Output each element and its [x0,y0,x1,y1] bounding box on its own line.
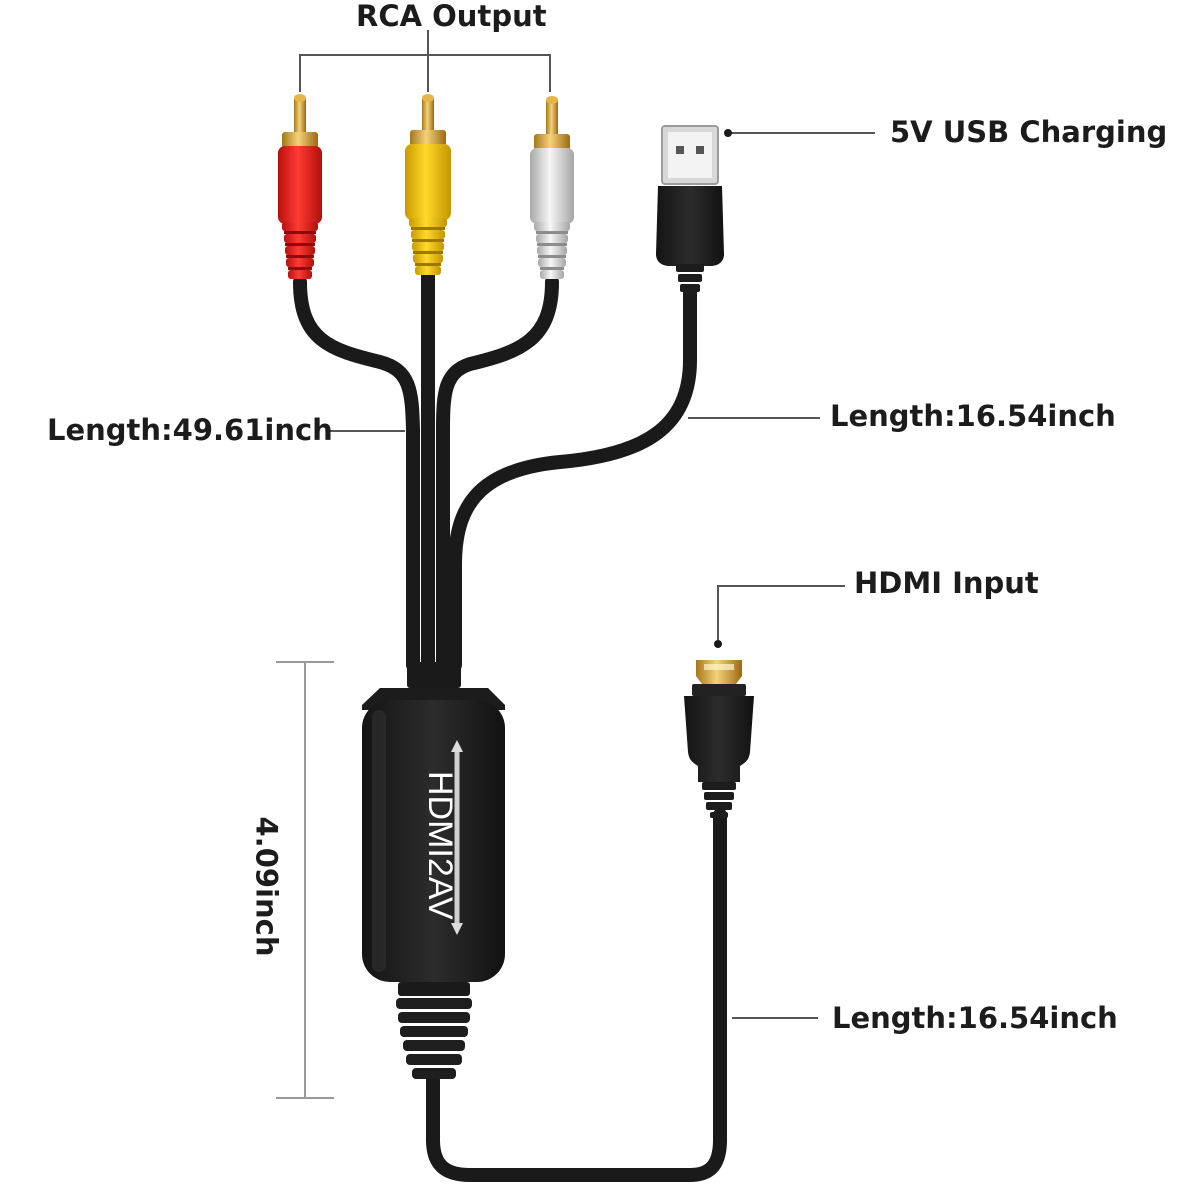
usb-plug-icon [656,125,724,292]
usb-length-label: Length:16.54inch [830,399,1116,433]
hdmi-leader-dot [714,640,722,648]
cables [293,269,727,1182]
usb-charging-label: 5V USB Charging [890,115,1168,149]
usb-leader-dot [724,129,732,137]
leader-lines [299,30,875,1019]
hdmi-plug-icon [684,660,754,818]
hdmi-input-label: HDMI Input [854,566,1039,600]
height-dimension-line [276,661,334,1099]
device-name-label: HDMI2AV [421,771,459,920]
rca-length-label: Length:49.61inch [47,413,333,447]
rca-plug-white-icon [530,96,574,279]
hdmi-length-label: Length:16.54inch [832,1001,1118,1035]
rca-plug-yellow-icon [405,94,451,275]
rca-bracket-line [299,54,551,92]
converter-box-icon [362,662,505,1079]
rca-plug-red-icon [278,94,322,279]
hdmi-leader-line [717,585,845,640]
device-height-label: 4.09inch [249,816,284,957]
rca-output-label: RCA Output [356,0,547,33]
